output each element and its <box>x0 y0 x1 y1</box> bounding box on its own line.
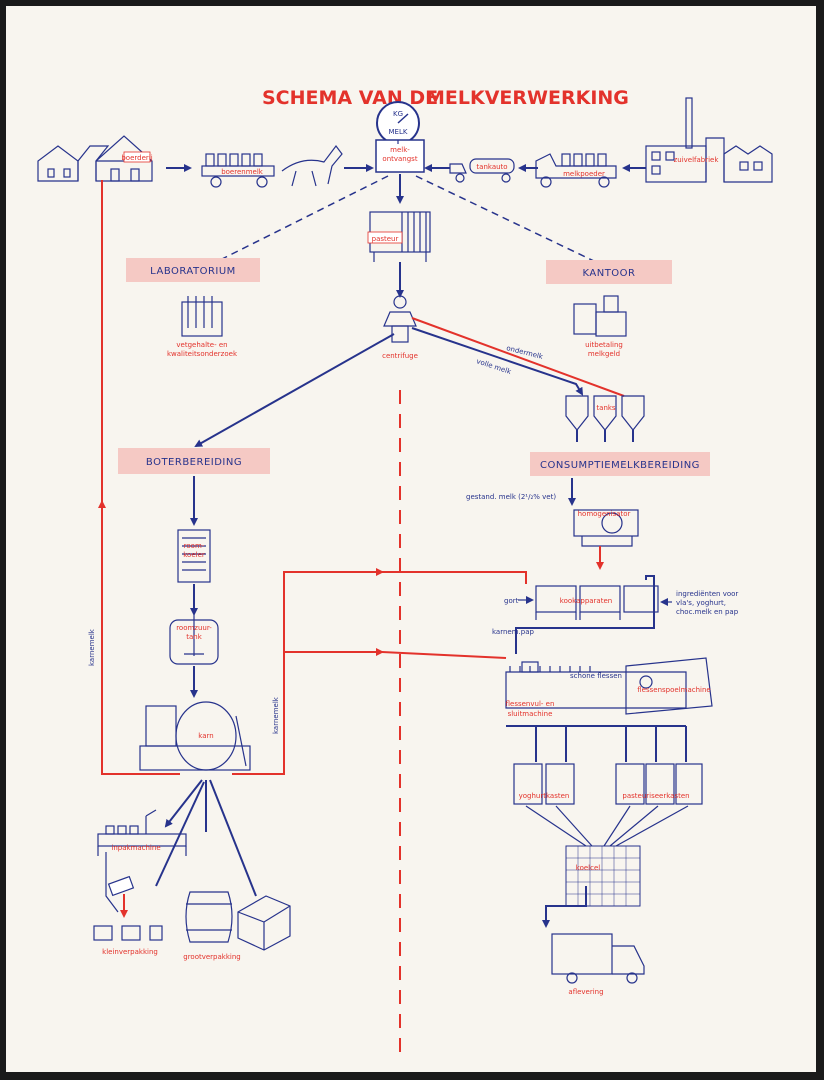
label-koeler: koeler <box>183 551 205 559</box>
label-flessenvul-2: sluitmachine <box>508 710 553 718</box>
label-tanks: tanks <box>596 404 616 412</box>
factory-icon <box>645 97 773 183</box>
label-boerenmelk: boerenmelk <box>221 168 264 176</box>
label-tankauto: tankauto <box>476 163 507 171</box>
section-kantoor: KANTOOR <box>546 260 672 284</box>
label-uitbetaling-1: uitbetaling <box>585 341 623 349</box>
poster-sheet: SCHEMA VAN DE MELKVERWERKING KG MELK boe… <box>6 6 816 1072</box>
label-tank: tank <box>186 633 202 641</box>
label-koelcel: koelcel <box>576 864 600 872</box>
label-boerderij: boerderij <box>121 154 152 162</box>
label-vetgehalte-1: vetgehalte- en <box>176 341 227 349</box>
powder-truck-icon <box>535 153 617 188</box>
pasteurizing-cabinets-icon <box>615 763 703 805</box>
title-left: SCHEMA VAN DE <box>262 87 438 109</box>
cream-cooler-icon <box>177 529 211 583</box>
label-zuivelfabriek: zuivelfabriek <box>674 156 720 164</box>
label-yoghurtkasten: yoghurtkasten <box>519 792 570 800</box>
milk-intake-icon <box>375 139 425 173</box>
label-melkpoeder: melkpoeder <box>563 170 605 178</box>
lab-tubes-icon <box>181 296 223 337</box>
label-ingredienten-2: vla's, yoghurt, <box>676 599 726 607</box>
cold-room-icon <box>565 845 641 907</box>
butter-pack-icon <box>107 875 135 897</box>
section-consumptiemelk: CONSUMPTIEMELKBEREIDING <box>530 452 710 476</box>
kantoor-title: KANTOOR <box>582 268 635 279</box>
label-ingredienten-1: ingrediënten voor <box>676 590 738 598</box>
sour-cream-tank-icon <box>169 612 219 665</box>
dial-kg: KG <box>393 110 403 118</box>
title-right: MELKVERWERKING <box>426 87 629 109</box>
label-flessenspoel: flessenspoelmachine <box>637 686 710 694</box>
small-packages-icon <box>93 925 163 941</box>
scale-dial-icon: KG MELK <box>376 101 420 145</box>
label-kookapparaten: kookapparaten <box>560 597 612 605</box>
cooking-vessels-icon <box>535 585 659 620</box>
yoghurt-cabinets-icon <box>513 763 575 805</box>
delivery-truck-icon <box>551 933 645 984</box>
label-kleinverpakking: kleinverpakking <box>102 948 158 956</box>
centrifuge-icon <box>383 295 417 343</box>
label-room: room- <box>184 542 205 550</box>
label-ontvangst: ontvangst <box>382 155 417 163</box>
dial-melk: MELK <box>389 128 408 136</box>
packing-machine-icon <box>97 809 187 856</box>
label-uitbetaling-2: melkgeld <box>588 350 620 358</box>
horse-cart-icon <box>201 145 343 188</box>
label-karnempap: karnem.pap <box>492 628 534 636</box>
label-karn: karn <box>198 732 213 740</box>
homogenizer-icon <box>573 509 639 547</box>
label-gestand: gestand. melk (2¹/₂% vet) <box>466 493 556 501</box>
butter-churn-icon <box>139 701 251 771</box>
bottle-washer-icon <box>625 657 713 715</box>
label-schone-flessen: schone flessen <box>570 672 622 680</box>
laboratorium-title: LABORATORIUM <box>150 266 236 277</box>
label-centrifuge: centrifuge <box>382 352 418 360</box>
label-aflevering: aflevering <box>568 988 603 996</box>
label-vetgehalte-2: kwaliteitsonderzoek <box>167 350 238 358</box>
section-boterbereiding: BOTERBEREIDING <box>118 448 270 474</box>
label-grootverpakking: grootverpakking <box>183 953 240 961</box>
label-flessenvul-1: flessenvul- en <box>506 700 555 708</box>
section-laboratorium: LABORATORIUM <box>126 258 260 282</box>
label-inpakmachine: inpakmachine <box>111 844 160 852</box>
tanks-icon <box>565 395 645 431</box>
crate-icon <box>237 895 291 951</box>
boterbereiding-title: BOTERBEREIDING <box>146 457 242 468</box>
consumptiemelk-title: CONSUMPTIEMELKBEREIDING <box>540 460 700 471</box>
label-gort: gort <box>504 597 519 605</box>
barrel-icon <box>185 891 233 943</box>
office-cabinet-icon <box>573 295 627 337</box>
label-roomzuur: roomzuur- <box>176 624 212 632</box>
label-ingredienten-3: choc.melk en pap <box>676 608 739 616</box>
label-karnemelk-mid: karnemelk <box>272 696 280 734</box>
label-karnemelk-left: karnemelk <box>88 628 96 666</box>
milk-processing-diagram: SCHEMA VAN DE MELKVERWERKING KG MELK boe… <box>37 87 773 1056</box>
label-melk: melk- <box>390 146 410 154</box>
label-pasteur: pasteur <box>372 235 399 243</box>
label-homogenisator: homogenisator <box>578 510 631 518</box>
tank-truck-icon <box>449 158 515 183</box>
farm-icon <box>37 135 153 182</box>
label-pasteuriseerkasten: pasteuriseerkasten <box>622 792 689 800</box>
